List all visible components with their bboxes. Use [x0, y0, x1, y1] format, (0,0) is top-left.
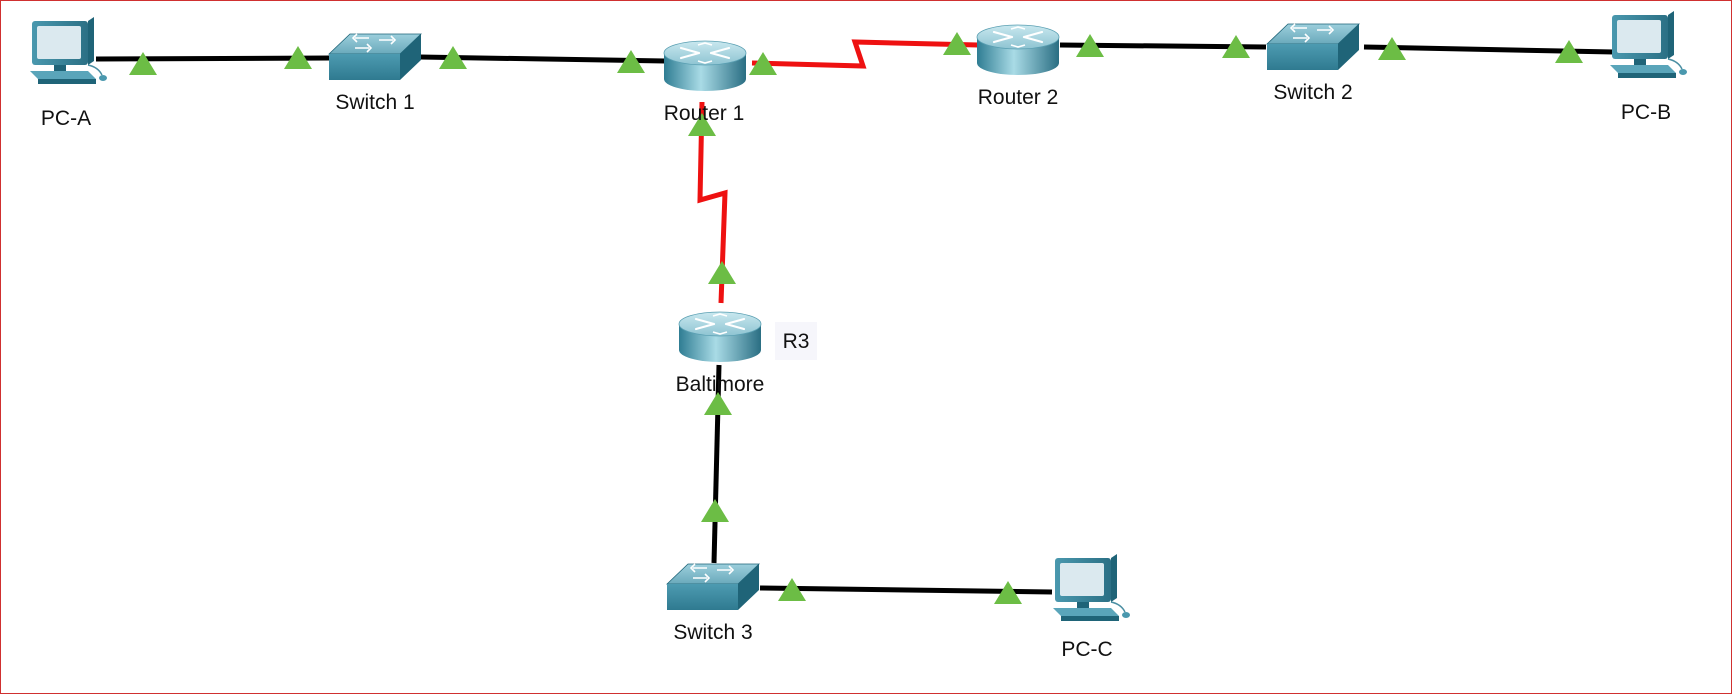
link-status-up-icon [284, 46, 312, 69]
link-status-up-icon [1076, 34, 1104, 57]
pc-pc-c-icon[interactable] [1053, 554, 1130, 621]
link-status-up-icon [617, 50, 645, 73]
note-box [775, 322, 817, 360]
link-status-up-icon [1555, 40, 1583, 63]
link-status-up-icon [129, 52, 157, 75]
link-status-up-icon [943, 32, 971, 55]
pc-pc-a-icon[interactable] [30, 17, 107, 84]
link-r1-balt[interactable] [697, 101, 728, 304]
device-label-baltimore: Baltimore [676, 373, 765, 396]
device-label-switch-1: Switch 1 [335, 91, 414, 114]
switch-switch-2-icon[interactable] [1266, 23, 1360, 70]
device-label-pc-a: PC-A [41, 107, 91, 130]
link-status-up-icon [701, 499, 729, 522]
router-router-1-icon[interactable] [663, 40, 747, 91]
link-status-up-icon [708, 261, 736, 284]
device-label-switch-3: Switch 3 [673, 621, 752, 644]
link-status-up-icon [688, 113, 716, 136]
switch-switch-3-icon[interactable] [666, 563, 760, 610]
link-status-up-icon [439, 46, 467, 69]
link-status-up-icon [704, 392, 732, 415]
device-label-pc-b: PC-B [1621, 101, 1671, 124]
pc-pc-b-icon[interactable] [1610, 11, 1687, 78]
switch-switch-1-icon[interactable] [328, 33, 422, 80]
device-label-pc-c: PC-C [1061, 638, 1112, 661]
link-sw1-r1[interactable] [419, 54, 666, 64]
link-sw2-pcb[interactable] [1363, 44, 1615, 55]
link-status-up-icon [1378, 37, 1406, 60]
link-status-up-icon [778, 578, 806, 601]
router-router-2-icon[interactable] [976, 24, 1060, 75]
router-baltimore-icon[interactable] [678, 311, 762, 362]
note-text: R3 [783, 330, 810, 353]
device-label-switch-2: Switch 2 [1273, 81, 1352, 104]
device-label-router-1: Router 1 [664, 102, 745, 125]
link-status-up-icon [749, 52, 777, 75]
link-status-up-icon [994, 581, 1022, 604]
device-label-router-2: Router 2 [978, 86, 1059, 109]
link-status-up-icon [1222, 35, 1250, 58]
link-r1-r2[interactable] [751, 39, 979, 69]
